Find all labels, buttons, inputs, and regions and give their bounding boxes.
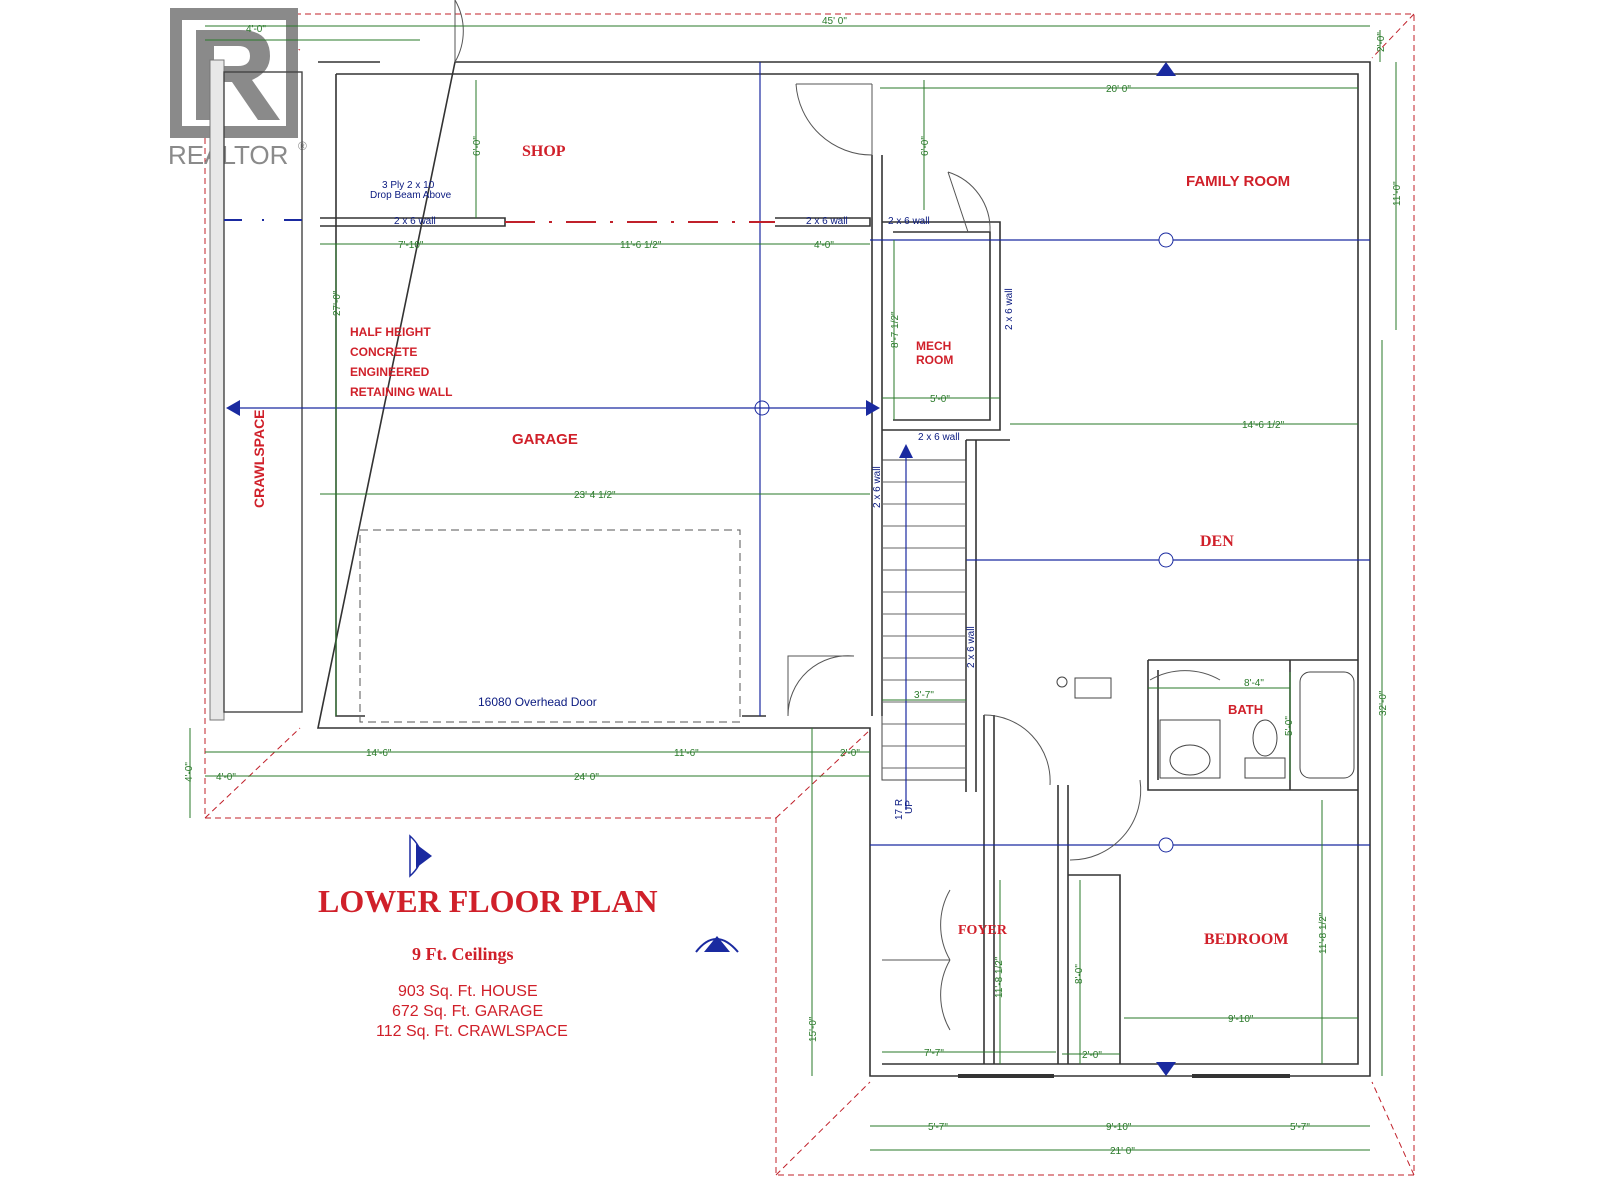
plan-area-garage: 672 Sq. Ft. GARAGE (392, 1003, 543, 1020)
dim-right-lower: 32'-0" (1378, 690, 1389, 716)
retaining-note-1: HALF HEIGHT (350, 325, 431, 339)
room-label-crawlspace: CRAWLSPACE (251, 409, 267, 508)
beam-note-line-2: Drop Beam Above (370, 190, 452, 201)
bathtub-icon (1299, 671, 1355, 779)
dim-foyer-height: 11'-8 1/2" (994, 956, 1005, 998)
dim-shop-w2: 11'-6 1/2" (620, 240, 662, 251)
dim-bottom-total: 24' 0" (574, 772, 599, 783)
dim-shop-height: 6'-0" (472, 136, 483, 156)
dim-family-height: 6'-0" (920, 136, 931, 156)
wall-note-stair-left: 2 x 6 wall (872, 466, 883, 508)
room-label-foyer: FOYER (958, 923, 1008, 938)
dim-bottom-2: 11'-6" (674, 748, 699, 759)
dim-bath-width: 8'-4" (1244, 678, 1264, 689)
wall-note-mech-bottom: 2 x 6 wall (918, 432, 960, 443)
dim-bedroom-width: 9'-10" (1228, 1014, 1254, 1025)
beam-lines (870, 62, 1370, 1076)
dim-top-right: 2'-0" (1376, 32, 1387, 52)
dim-front-3: 5'-7" (1290, 1122, 1310, 1133)
dim-front-2: 9'-10" (1106, 1122, 1132, 1133)
dim-closet-width: 2'-0" (1082, 1050, 1102, 1061)
stairs-note-risers: 17 R (894, 799, 905, 820)
beam-note-line-1: 3 Ply 2 x 10 (382, 180, 435, 191)
crawlspace-wall (209, 59, 303, 721)
dim-garage-height: 27'-0" (332, 290, 343, 316)
room-label-mech-1: MECH (916, 339, 951, 353)
dim-bottom-left: 4'-0" (216, 772, 236, 783)
realtor-logo: REALTOR ® (168, 8, 307, 170)
dim-shop-w1: 7'-10" (398, 240, 424, 251)
section-marker-icon (409, 834, 739, 953)
plan-ceilings: 9 Ft. Ceilings (412, 944, 514, 964)
dim-mech-width: 5'-0" (930, 394, 950, 405)
room-label-bedroom: BEDROOM (1204, 931, 1288, 948)
dim-foyer-width: 7'-7" (924, 1048, 944, 1059)
dim-lower-height: 15'-0" (808, 1016, 819, 1042)
plan-area-house: 903 Sq. Ft. HOUSE (398, 983, 538, 1000)
retaining-note-4: RETAINING WALL (350, 385, 452, 399)
retaining-note-3: ENGINEERED (350, 365, 430, 379)
dim-stair-width: 3'-7" (914, 690, 934, 701)
overhead-door-note: 16080 Overhead Door (478, 695, 597, 709)
wall-note-mech-right: 2 x 6 wall (1004, 288, 1015, 330)
room-label-mech-2: ROOM (916, 353, 953, 367)
wall-note-mech-top: 2 x 6 wall (888, 216, 930, 227)
garage-structure (224, 62, 880, 723)
dim-tub-width: 5'-0" (1284, 716, 1295, 736)
dim-front-1: 5'-7" (928, 1122, 948, 1133)
toilet-icon (1252, 719, 1278, 757)
dim-right-upper: 11'-0" (1392, 181, 1403, 206)
room-label-family-room: FAMILY ROOM (1186, 173, 1290, 190)
dim-bedroom-height: 11'-8 1/2" (1318, 912, 1329, 954)
dim-front-total: 21' 0" (1110, 1146, 1135, 1157)
room-label-garage: GARAGE (512, 431, 578, 448)
stairs (881, 444, 967, 810)
wall-note-shop-right: 2 x 6 wall (806, 216, 848, 227)
dimension-lines (189, 25, 1397, 1151)
plan-title: LOWER FLOOR PLAN (318, 883, 658, 919)
dim-bottom-3: 2'-0" (840, 748, 860, 759)
bath-fixtures (1056, 671, 1355, 779)
dim-shop-w3: 4'-0" (814, 240, 834, 251)
stairs-note-up: UP (904, 800, 915, 814)
dim-left-height: 4'-0" (184, 762, 195, 782)
retaining-note-2: CONCRETE (350, 345, 417, 359)
dim-top-left: 4'-0" (246, 24, 266, 35)
plan-area-crawlspace: 112 Sq. Ft. CRAWLSPACE (376, 1023, 568, 1040)
room-label-bath: BATH (1228, 702, 1263, 717)
wall-note-shop: 2 x 6 wall (394, 216, 436, 227)
dim-mech-height: 8'-7 1/2" (890, 311, 901, 348)
dim-family-width: 20' 0" (1106, 84, 1131, 95)
dim-top-total: 45' 0" (822, 16, 847, 27)
interior-walls (320, 155, 1358, 1064)
realtor-wordmark: REALTOR (168, 140, 288, 170)
doors (454, 0, 1290, 1078)
sink-icon (1169, 744, 1211, 776)
wall-note-stair-right: 2 x 6 wall (966, 626, 977, 668)
dim-garage-width: 23' 4 1/2" (574, 490, 616, 501)
room-label-den: DEN (1200, 533, 1234, 550)
room-label-shop: SHOP (522, 143, 566, 160)
dim-closet-height: 8'-0" (1074, 964, 1085, 984)
dim-den-width: 14'-6 1/2" (1242, 420, 1285, 431)
dim-bottom-1: 14'-6" (366, 748, 392, 759)
